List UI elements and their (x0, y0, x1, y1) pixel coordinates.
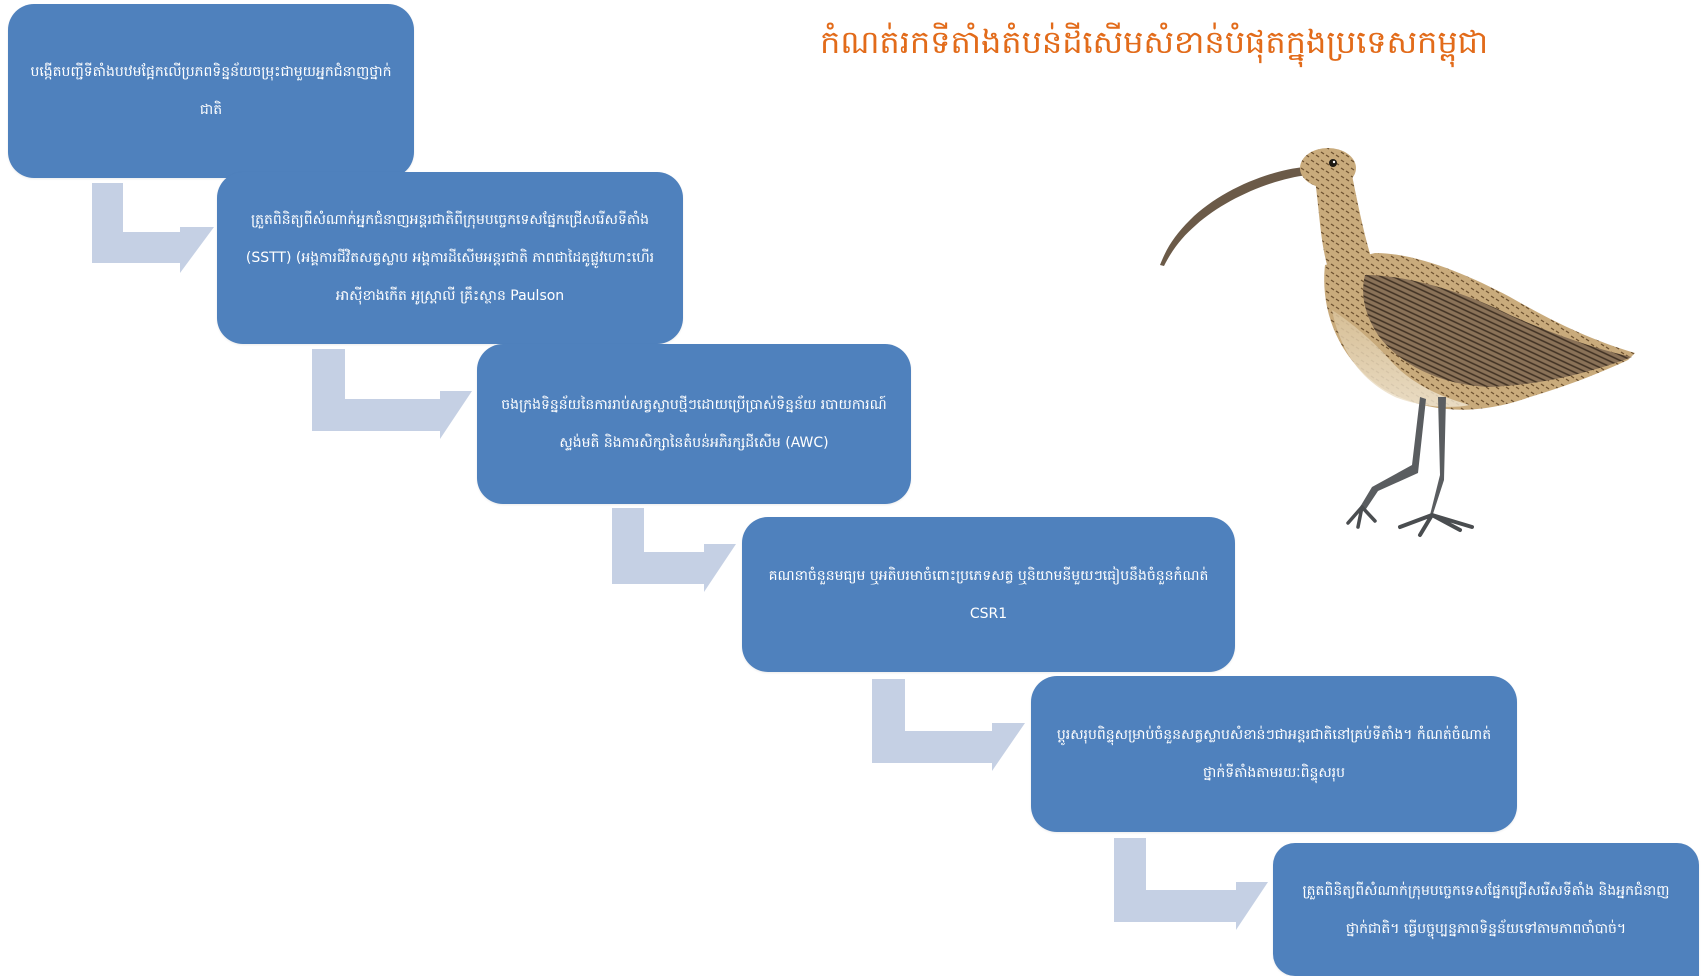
bird-leg-front (1430, 397, 1446, 517)
step-1-text: បង្កើតបញ្ជីទីតាំងបឋមផ្អែកលើប្រភពទិន្នន័យ… (30, 64, 392, 118)
bird-foot-front (1398, 513, 1474, 537)
bent-arrow-2-shape (312, 349, 472, 439)
bent-arrow-3 (612, 508, 736, 592)
bird-eye (1329, 159, 1337, 167)
step-2-box: ត្រួតពិនិត្យពីសំណាក់អ្នកជំនាញអន្តរជាតិពី… (217, 172, 683, 344)
bird-leg-back (1360, 397, 1426, 509)
step-4-box: គណនាចំនួនមធ្យម ឬអតិបរមាចំពោះប្រភេទសត្វ ឬ… (742, 517, 1235, 672)
step-4-text: គណនាចំនួនមធ្យម ឬអតិបរមាចំពោះប្រភេទសត្វ ឬ… (768, 567, 1209, 622)
step-2-text: ត្រួតពិនិត្យពីសំណាក់អ្នកជំនាញអន្តរជាតិពី… (245, 212, 655, 304)
diagram-title: កំណត់រកទីតាំងតំបន់ដីសើមសំខាន់បំផុតក្នុងប… (820, 23, 1489, 61)
bent-arrow-1-shape (92, 183, 214, 273)
bird-foot-back (1346, 505, 1377, 529)
curlew-bird-illustration (1160, 148, 1635, 537)
step-3-box: ចងក្រងទិន្នន័យនៃការរាប់សត្វស្លាបថ្មីៗដោយ… (477, 344, 911, 504)
bird-wing (1363, 275, 1632, 387)
bird-bill (1160, 167, 1308, 266)
bent-arrow-4 (872, 679, 1025, 771)
bent-arrow-1 (92, 183, 214, 273)
bent-arrow-5-shape (1114, 838, 1268, 930)
bent-arrow-4-shape (872, 679, 1025, 771)
bird-belly (1332, 310, 1470, 407)
step-6-box: ត្រួតពិនិត្យពីសំណាក់ក្រុមបច្ចេកទេសផ្នែកជ… (1273, 843, 1699, 976)
bent-arrow-3-shape (612, 508, 736, 592)
bird-neck (1315, 175, 1375, 275)
step-1-box: បង្កើតបញ្ជីទីតាំងបឋមផ្អែកលើប្រភពទិន្នន័យ… (8, 4, 414, 178)
step-5-text: ប្តូរសរុបពិន្ទុសម្រាប់ចំនួនសត្វស្លាបសំខា… (1056, 727, 1492, 781)
step-6-text: ត្រួតពិនិត្យពីសំណាក់ក្រុមបច្ចេកទេសផ្នែកជ… (1302, 882, 1670, 937)
bent-arrow-2 (312, 349, 472, 439)
bent-arrow-5 (1114, 838, 1268, 930)
step-5-box: ប្តូរសរុបពិន្ទុសម្រាប់ចំនួនសត្វស្លាបសំខា… (1031, 676, 1517, 832)
step-3-text: ចងក្រងទិន្នន័យនៃការរាប់សត្វស្លាបថ្មីៗដោយ… (501, 397, 887, 451)
